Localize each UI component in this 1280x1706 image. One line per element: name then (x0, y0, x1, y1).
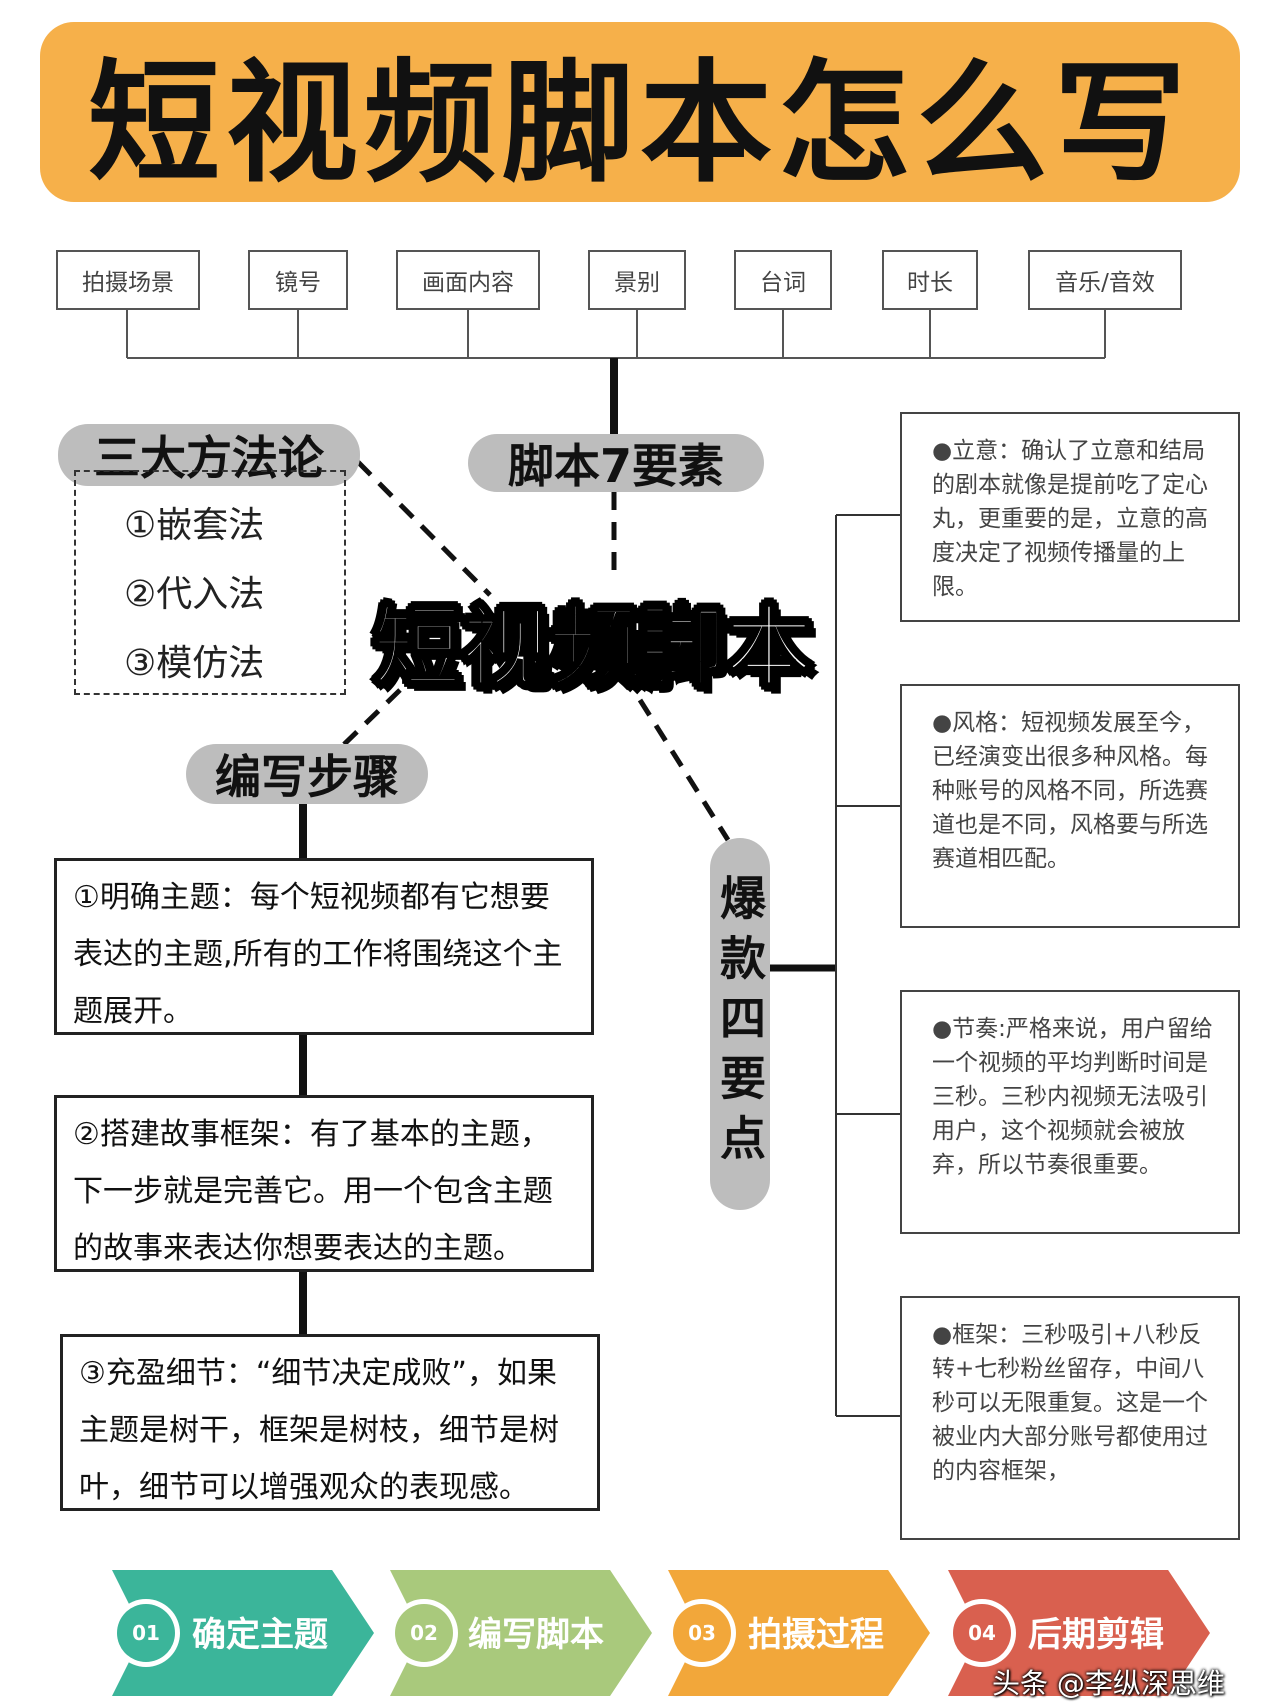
element-box-duration: 时长 (882, 250, 978, 310)
method-item: ③模仿法 (124, 643, 265, 684)
center-label: 短视频脚本 (348, 575, 838, 705)
element-box-lines: 台词 (734, 250, 832, 310)
title-banner: 短视频脚本怎么写 (40, 22, 1240, 202)
viral-points-pill: 爆款四要点 (710, 838, 770, 1210)
element-box-shot-number: 镜号 (248, 250, 348, 310)
step-box-framework: ②搭建故事框架：有了基本的主题，下一步就是完善它。用一个包含主题的故事来表达你想… (54, 1095, 594, 1272)
center-label-text: 短视频脚本 (371, 594, 814, 700)
script-elements-label: 脚本7要素 (507, 439, 724, 493)
methods-title: 三大方法论 (94, 431, 324, 485)
element-box-shot-size: 景别 (588, 250, 686, 310)
element-box-scene: 拍摄场景 (56, 250, 200, 310)
step-box-details: ③充盈细节：“细节决定成败”，如果主题是树干，框架是树枝，细节是树叶，细节可以增… (60, 1334, 600, 1511)
method-item: ②代入法 (124, 574, 265, 615)
methods-box (74, 470, 346, 695)
viral-points-label: 爆款四要点 (713, 874, 767, 1174)
process-label-2: 编写脚本 (468, 1615, 604, 1655)
watermark: 头条 @李纵深思维 (992, 1667, 1225, 1700)
methods-title-pill: 三大方法论 (58, 424, 360, 486)
process-number-1: 01 (112, 1599, 180, 1667)
viral-point-style: ●风格：短视频发展至今，已经演变出很多种风格。每种账号的风格不同，所选赛道也是不… (900, 684, 1240, 928)
process-label-4: 后期剪辑 (1028, 1615, 1164, 1655)
script-elements-pill: 脚本7要素 (468, 434, 764, 493)
method-item: ①嵌套法 (124, 505, 265, 546)
steps-title: 编写步骤 (215, 750, 399, 804)
process-number-3: 03 (668, 1599, 736, 1667)
process-number-4: 04 (948, 1599, 1016, 1667)
process-number-2: 02 (390, 1599, 458, 1667)
page-title: 短视频脚本怎么写 (88, 46, 1192, 201)
process-label-1: 确定主题 (192, 1615, 328, 1655)
viral-point-intent: ●立意：确认了立意和结局的剧本就像是提前吃了定心丸，更重要的是，立意的高度决定了… (900, 412, 1240, 622)
element-box-music: 音乐/音效 (1028, 250, 1182, 310)
viral-point-framework: ●框架：三秒吸引+八秒反转+七秒粉丝留存，中间八秒可以无限重复。这是一个被业内大… (900, 1296, 1240, 1540)
step-box-theme: ①明确主题：每个短视频都有它想要表达的主题,所有的工作将围绕这个主题展开。 (54, 858, 594, 1035)
viral-point-rhythm: ●节奏:严格来说，用户留给一个视频的平均判断时间是三秒。三秒内视频无法吸引用户，… (900, 990, 1240, 1234)
process-label-3: 拍摄过程 (748, 1615, 884, 1655)
element-box-frame-content: 画面内容 (396, 250, 540, 310)
steps-title-pill: 编写步骤 (186, 744, 428, 804)
